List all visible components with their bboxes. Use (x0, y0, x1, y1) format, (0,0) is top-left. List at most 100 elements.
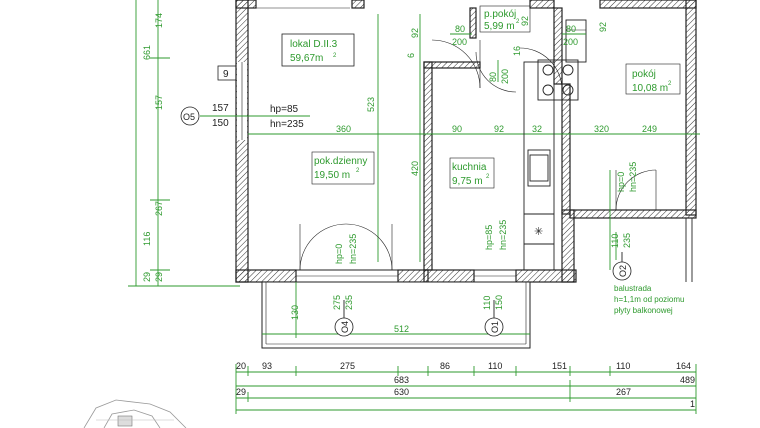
door-1-width: 80 (455, 24, 465, 34)
bottom-dim-86: 86 (440, 361, 450, 371)
bottom-dim-683: 683 (394, 375, 409, 385)
dim-92-v3: 92 (598, 22, 608, 32)
room-p-pokoj: p.pokój 5,99 m 2 (479, 5, 531, 33)
window-o2-hp: hp=0 (616, 172, 626, 192)
window-o4-hn: hn=235 (348, 234, 358, 264)
unit-area-sup: 2 (333, 53, 337, 59)
window-o2: O2 110 235 hp=0 hn=235 (610, 162, 638, 281)
window-o4-b: 235 (344, 295, 354, 310)
balcony-note-line1: balustrada (614, 284, 652, 293)
room-area-kuchnia-sup: 2 (486, 174, 490, 180)
stove (537, 59, 579, 101)
door-label-3: 80 200 (488, 60, 510, 84)
room-area-pokoj-sup: 2 (668, 81, 672, 87)
room-name-p-pokoj: p.pokój (484, 9, 516, 20)
bottom-dim-489: 489 (680, 375, 695, 385)
sink-icon: ✳ (534, 226, 543, 238)
door-label-2: 80 200 (562, 24, 586, 47)
window-o1-a: 110 (482, 296, 492, 310)
room-area-pokoj: 10,08 m (632, 83, 668, 94)
room-area-p-pokoj: 5,99 m (484, 21, 515, 32)
room-kuchnia: kuchnia 9,75 m 2 (449, 157, 495, 189)
balcony-note-line2: h=1,1m od poziomu (614, 295, 685, 304)
room-area-p-pokoj-sup: 2 (516, 19, 520, 25)
window-o1: O1 110 150 hp=85 hn=235 (482, 220, 508, 337)
bottom-dim-110: 110 (488, 361, 502, 371)
window-o4: O4 275 235 hp=0 hn=235 (332, 234, 358, 337)
window-o2-label: O2 (618, 265, 628, 277)
door-3-height: 200 (500, 69, 510, 84)
left-dimension-chain (128, 0, 240, 287)
window-o1-label: O1 (490, 321, 500, 333)
left-dim-661: 661 (142, 45, 152, 60)
left-dim-29b: 29 (154, 272, 164, 282)
bottom-dim-267: 267 (616, 387, 631, 397)
door-1-height: 200 (452, 37, 467, 47)
balcony-note-line3: płyty balkonowej (614, 306, 673, 315)
room-area-kuchnia: 9,75 m (452, 176, 483, 187)
balcony-slab (261, 281, 531, 349)
room-pokoj: pokój 10,08 m 2 (625, 63, 681, 95)
dim-320: 320 (594, 124, 609, 134)
dim-90: 90 (452, 124, 462, 134)
window-o2-b: 235 (622, 233, 632, 248)
window-o1-hp: hp=85 (484, 225, 494, 250)
bottom-dimension-lines (235, 364, 697, 414)
dim-523: 523 (366, 97, 376, 112)
window-o2-hn: hn=235 (628, 162, 638, 192)
unit-area: 59,67m (290, 53, 323, 64)
left-dim-157: 157 (154, 95, 164, 110)
dim-420: 420 (410, 161, 420, 176)
unit-marker-number: 9 (223, 69, 229, 80)
room-name-kuchnia: kuchnia (452, 162, 487, 173)
dim-92-v2: 92 (520, 16, 530, 26)
key-plan (83, 399, 187, 428)
window-o5-label: O5 (183, 112, 195, 122)
walls (235, 0, 697, 283)
unit-label: lokal D.II.3 59,67m 2 (281, 33, 355, 67)
dim-92: 92 (494, 124, 504, 134)
window-o5-bottom: 150 (212, 118, 229, 129)
bottom-dim-275: 275 (340, 361, 355, 371)
left-dim-174: 174 (154, 13, 164, 28)
bottom-dim-29: 29 (236, 387, 246, 397)
unit-marker: 9 (217, 65, 237, 81)
dimension-lines (200, 14, 700, 338)
window-o4-a: 275 (332, 295, 342, 310)
wardrobe (565, 19, 587, 63)
window-o4-hp: hp=0 (334, 244, 344, 264)
room-area-pok-dzienny-sup: 2 (356, 168, 360, 174)
door-2-width: 80 (566, 24, 576, 34)
window-o1-hn: hn=235 (498, 220, 508, 250)
window-o5-hp: hp=85 (270, 104, 299, 115)
dim-16: 16 (512, 46, 522, 56)
window-o2-a: 110 (610, 234, 620, 248)
door-label-1: 80 200 (450, 24, 472, 47)
window-o1-b: 150 (494, 295, 504, 310)
bottom-dim-1: 1 (690, 399, 695, 409)
left-dim-29a: 29 (142, 272, 152, 282)
room-name-pokoj: pokój (632, 69, 656, 80)
bottom-dim-110b: 110 (616, 361, 630, 371)
door-3-width: 80 (488, 72, 498, 82)
window-o4-label: O4 (340, 321, 350, 333)
dim-130: 130 (290, 305, 300, 320)
dim-6: 6 (406, 53, 416, 58)
unit-name: lokal D.II.3 (290, 39, 338, 50)
room-pok-dzienny: pok.dzienny 19,50 m 2 (311, 151, 375, 185)
window-o5-hn: hn=235 (270, 119, 304, 130)
bottom-dim-164: 164 (676, 361, 691, 371)
bottom-dim-630: 630 (394, 387, 409, 397)
dim-249: 249 (642, 124, 657, 134)
dim-360: 360 (336, 124, 351, 134)
bottom-dim-93: 93 (262, 361, 272, 371)
left-dim-267: 267 (154, 201, 164, 216)
dim-512: 512 (394, 324, 409, 334)
room-area-pok-dzienny: 19,50 m (314, 170, 350, 181)
dim-92-v: 92 (410, 28, 420, 38)
dim-32: 32 (532, 124, 542, 134)
door-swings (256, 7, 657, 271)
window-o5-top: 157 (212, 103, 229, 114)
window-o5: O5 157 150 hp=85 hn=235 (180, 103, 304, 130)
